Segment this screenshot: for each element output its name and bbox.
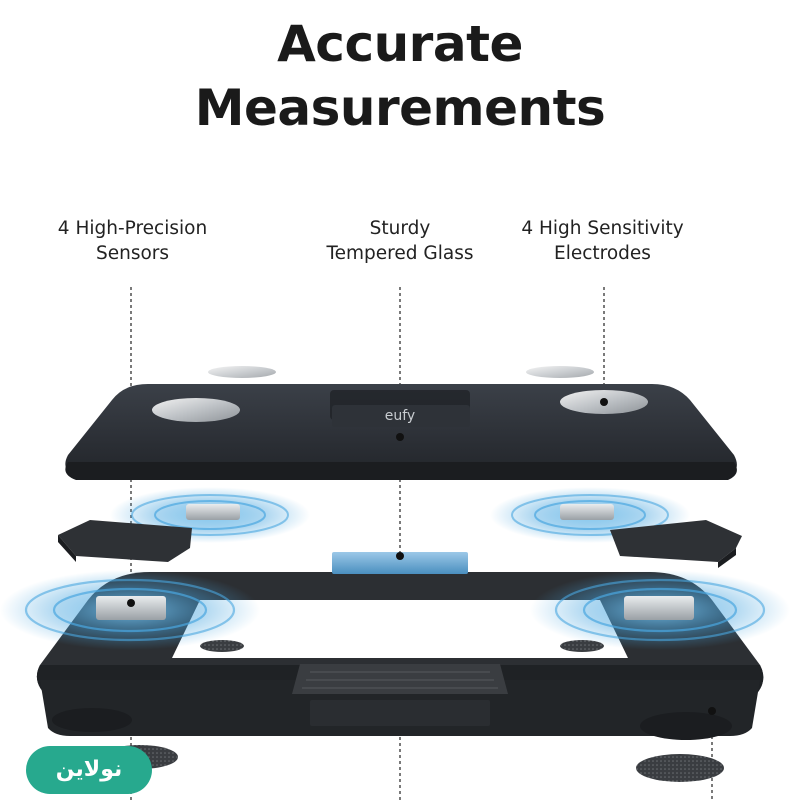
corner-pads	[58, 520, 742, 568]
foot-pad-right	[636, 754, 724, 782]
brand-mark: eufy	[385, 408, 415, 424]
electrode-top-left	[152, 398, 240, 422]
sensor-upper-left	[186, 504, 240, 520]
headline-line-1: Accurate	[277, 15, 523, 73]
callout-sensors-line-1: 4 High-Precision	[57, 218, 208, 239]
sensor-waves-lower	[0, 570, 790, 650]
callout-glass: Sturdy Tempered Glass	[300, 216, 500, 266]
tempered-glass-platform: eufy	[65, 384, 737, 480]
callout-electrodes: 4 High Sensitivity Electrodes	[500, 216, 705, 266]
sensor-lower-right	[624, 596, 694, 620]
sensor-upper-right	[560, 504, 614, 520]
sensor-lower-left	[96, 596, 166, 620]
callout-sensors: 4 High-Precision Sensors	[30, 216, 235, 266]
floating-electrodes	[208, 366, 594, 378]
headline: Accurate Measurements	[0, 12, 800, 140]
circuit-board	[332, 552, 468, 574]
callout-electrodes-line-1: 4 High Sensitivity	[521, 218, 684, 239]
headline-line-2: Measurements	[194, 79, 606, 137]
callout-glass-line-1: Sturdy	[369, 218, 431, 239]
callout-electrodes-line-2: Electrodes	[554, 243, 651, 264]
watermark-badge: نولاين	[26, 746, 152, 794]
callout-sensors-line-2: Sensors	[95, 243, 170, 264]
callout-glass-line-2: Tempered Glass	[326, 243, 474, 264]
